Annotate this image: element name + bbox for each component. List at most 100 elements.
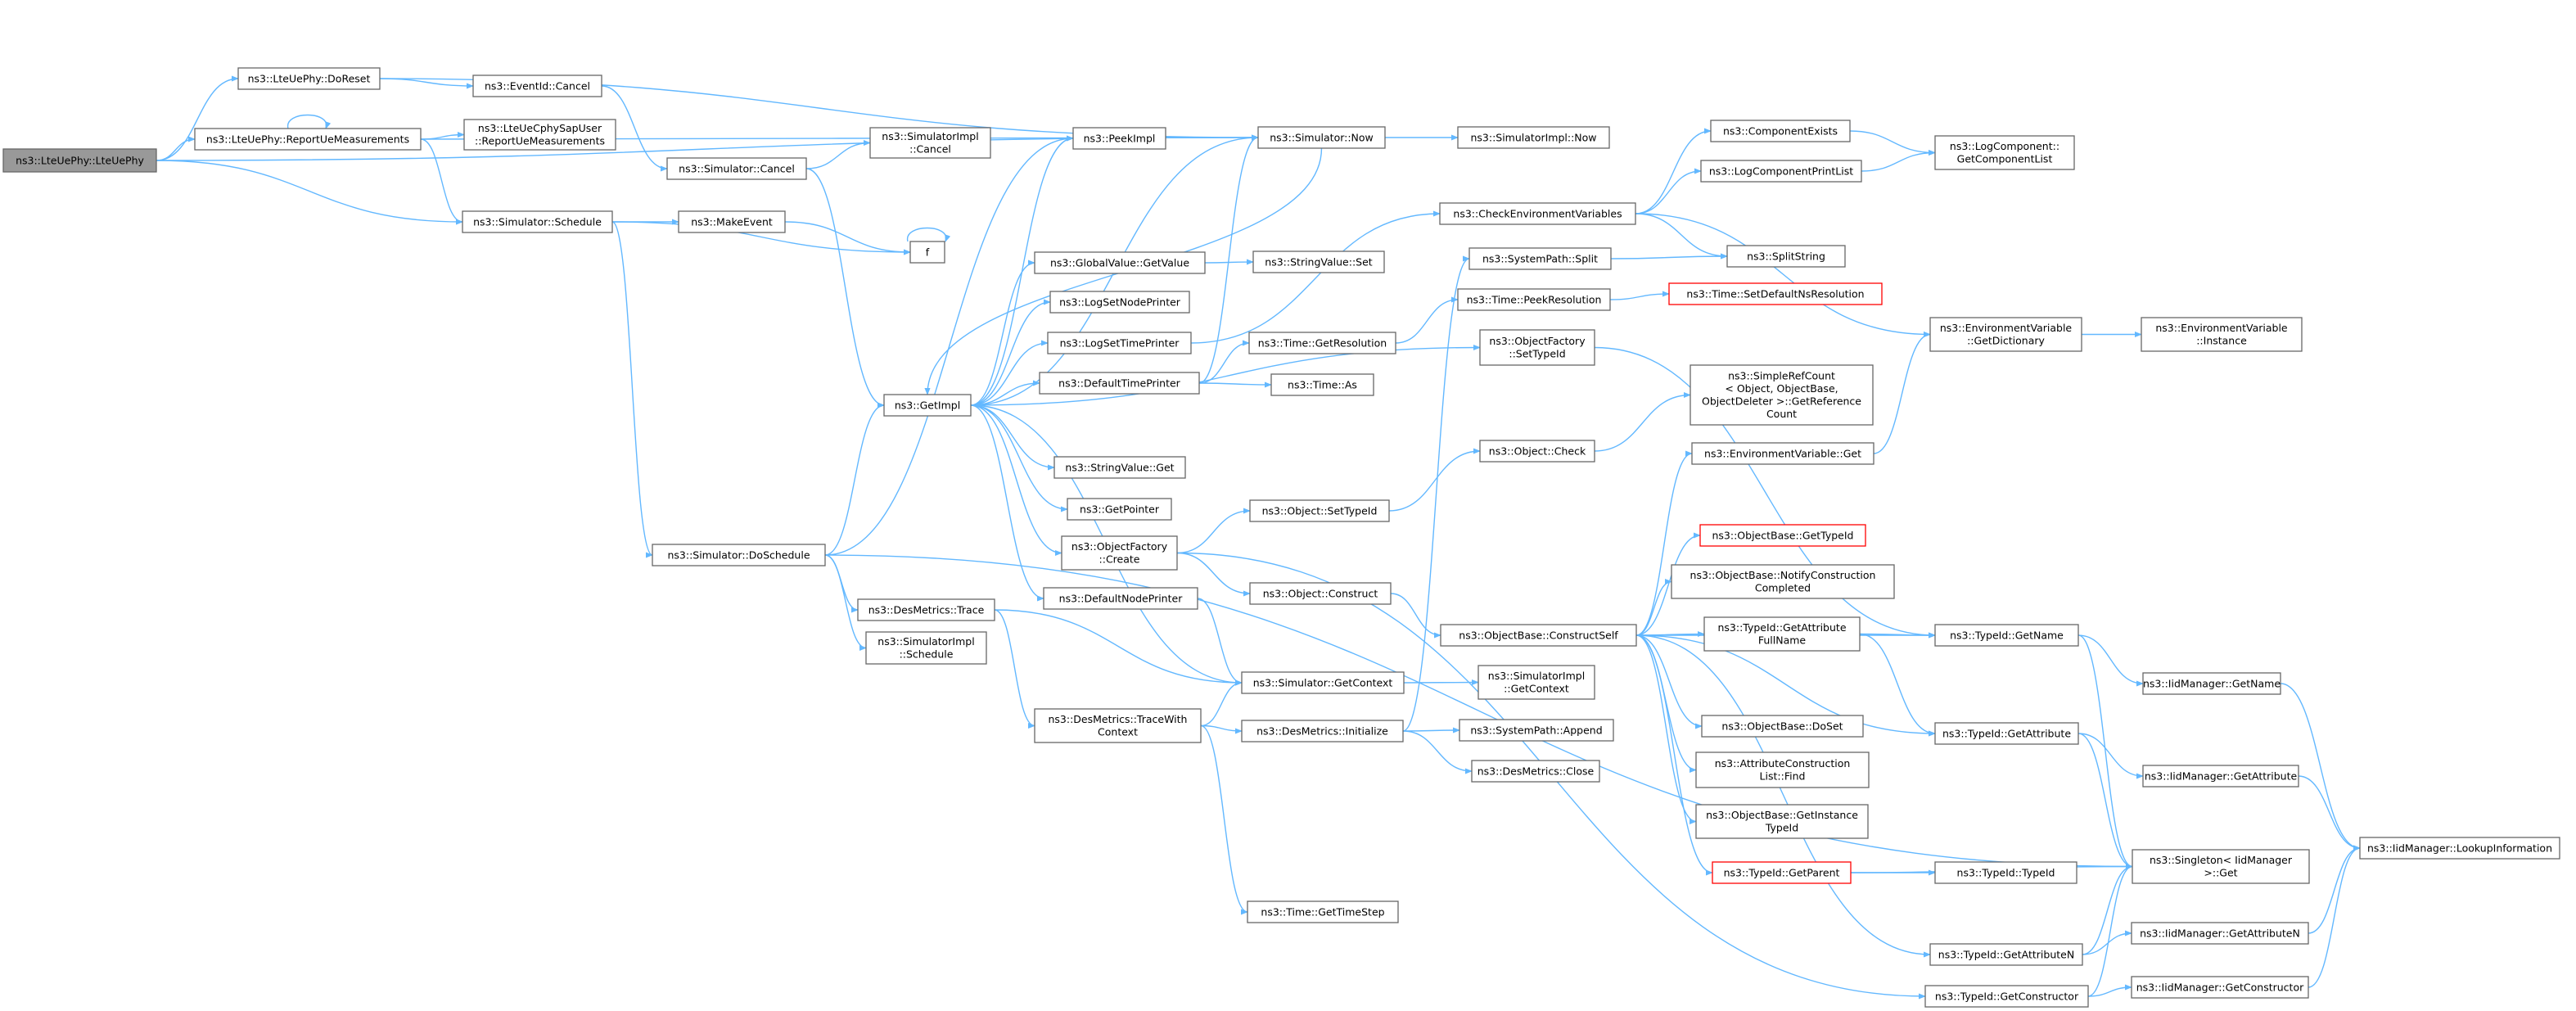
node-box	[1726, 245, 1846, 268]
node-simgetcontext[interactable]: ns3::Simulator::GetContext	[1241, 671, 1405, 694]
node-envinstance[interactable]: ns3::EnvironmentVariable::Instance	[2141, 317, 2303, 352]
node-label: ns3::EnvironmentVariable	[2155, 322, 2288, 334]
edge-root-to-report	[156, 136, 196, 161]
node-f[interactable]: f	[909, 241, 945, 264]
node-lookupinfo[interactable]: ns3::IidManager::LookupInformation	[2359, 837, 2560, 860]
node-cphy[interactable]: ns3::LteUeCphySapUser::ReportUeMeasureme…	[463, 119, 616, 151]
node-compexists[interactable]: ns3::ComponentExists	[1710, 120, 1851, 142]
node-syspathsplit[interactable]: ns3::SystemPath::Split	[1468, 247, 1612, 270]
node-box	[2359, 837, 2560, 860]
node-getimpl[interactable]: ns3::GetImpl	[883, 394, 972, 417]
node-typeidgetparent[interactable]: ns3::TypeId::GetParent	[1712, 861, 1852, 884]
node-objconstruct[interactable]: ns3::Object::Construct	[1249, 582, 1392, 605]
node-doschedule[interactable]: ns3::Simulator::DoSchedule	[652, 544, 826, 566]
node-singletonget[interactable]: ns3::Singleton< IidManager>::Get	[2132, 849, 2310, 884]
node-iidgetname[interactable]: ns3::IidManager::GetName	[2142, 672, 2281, 695]
node-stringvalueget[interactable]: ns3::StringValue::Get	[1053, 456, 1186, 479]
node-box	[1067, 498, 1172, 521]
node-objbasedoset[interactable]: ns3::ObjectBase::DoSet	[1701, 715, 1864, 738]
edge-objconstruct-to-constructself	[1390, 593, 1441, 639]
node-notifyconstruction[interactable]: ns3::ObjectBase::NotifyConstructionCompl…	[1671, 564, 1895, 599]
node-box	[678, 210, 786, 233]
node-label: ::Cancel	[909, 143, 951, 156]
node-label: ns3::LogComponentPrintList	[1709, 165, 1853, 177]
node-label: ns3::LogSetNodePrinter	[1059, 296, 1181, 308]
node-box	[463, 119, 616, 151]
node-eventcancel[interactable]: ns3::EventId::Cancel	[472, 74, 602, 97]
node-label: ns3::LteUePhy::DoReset	[248, 72, 371, 84]
node-simschedule[interactable]: ns3::Simulator::Schedule	[462, 210, 613, 233]
node-simimplgetcontext[interactable]: ns3::SimulatorImpl::GetContext	[1477, 665, 1595, 700]
node-envget[interactable]: ns3::EnvironmentVariable::Get	[1691, 442, 1874, 465]
node-timeas[interactable]: ns3::Time::As	[1270, 373, 1374, 396]
node-label: ns3::SystemPath::Append	[1470, 724, 1602, 736]
node-defaulttimeprinter[interactable]: ns3::DefaultTimePrinter	[1039, 372, 1200, 395]
edge-doschedule-to-peekimpl	[824, 135, 1074, 556]
node-getpointer[interactable]: ns3::GetPointer	[1067, 498, 1172, 521]
node-envgetdict[interactable]: ns3::EnvironmentVariable::GetDictionary	[1929, 317, 2082, 352]
edge-f-to-f	[907, 227, 951, 242]
node-doreset[interactable]: ns3::LteUePhy::DoReset	[237, 67, 381, 90]
node-constructself[interactable]: ns3::ObjectBase::ConstructSelf	[1440, 624, 1637, 647]
node-box	[1247, 900, 1399, 923]
node-lognodeprinter[interactable]: ns3::LogSetNodePrinter	[1049, 291, 1190, 314]
edge-logtimeprinter-to-checkenv	[1190, 210, 1441, 344]
node-typeidgetname[interactable]: ns3::TypeId::GetName	[1934, 624, 2079, 647]
node-simnow[interactable]: ns3::Simulator::Now	[1257, 126, 1386, 149]
node-simimplcancel[interactable]: ns3::SimulatorImpl::Cancel	[869, 127, 991, 159]
node-defaultnodeprinter[interactable]: ns3::DefaultNodePrinter	[1043, 587, 1198, 610]
node-checkenv[interactable]: ns3::CheckEnvironmentVariables	[1439, 202, 1636, 225]
edge-getattrfullname-to-typeidgetname	[1859, 632, 1936, 639]
node-makeevent[interactable]: ns3::MakeEvent	[678, 210, 786, 233]
node-label: ns3::TypeId::GetConstructor	[1935, 990, 2079, 1002]
node-root[interactable]: ns3::LteUePhy::LteUePhy	[2, 148, 157, 173]
node-typeidtypeid[interactable]: ns3::TypeId::TypeId	[1934, 861, 2077, 884]
node-logtimeprinter[interactable]: ns3::LogSetTimePrinter	[1047, 332, 1192, 354]
node-ofcreate[interactable]: ns3::ObjectFactory::Create	[1061, 535, 1178, 571]
node-iidgetattr[interactable]: ns3::IidManager::GetAttribute	[2142, 765, 2299, 788]
node-globalvalue[interactable]: ns3::GlobalValue::GetValue	[1034, 251, 1206, 274]
node-label: ns3::IidManager::GetAttributeN	[2140, 927, 2300, 939]
node-label: ns3::Object::Construct	[1263, 587, 1378, 599]
node-iidgetctor[interactable]: ns3::IidManager::GetConstructor	[2131, 976, 2309, 999]
node-stringvalueset[interactable]: ns3::StringValue::Set	[1252, 250, 1385, 273]
node-desclose[interactable]: ns3::DesMetrics::Close	[1471, 760, 1600, 783]
node-typeidgetattrn[interactable]: ns3::TypeId::GetAttributeN	[1929, 943, 2083, 966]
node-label: f	[926, 246, 930, 258]
node-report[interactable]: ns3::LteUePhy::ReportUeMeasurements	[194, 128, 422, 151]
node-objbasegettypeid[interactable]: ns3::ObjectBase::GetTypeId	[1699, 524, 1866, 547]
node-ofsettypeid[interactable]: ns3::ObjectFactory::SetTypeId	[1479, 329, 1595, 366]
node-logcompget[interactable]: ns3::LogComponent::GetComponentList	[1934, 135, 2075, 170]
node-typeidgetctor[interactable]: ns3::TypeId::GetConstructor	[1924, 985, 2089, 1008]
node-typeidgetattr[interactable]: ns3::TypeId::GetAttribute	[1934, 722, 2079, 745]
node-label: ns3::DesMetrics::TraceWith	[1049, 713, 1188, 725]
node-objcheck[interactable]: ns3::Object::Check	[1479, 440, 1595, 463]
node-label: ns3::TypeId::GetAttributeN	[1938, 948, 2074, 960]
node-destrace[interactable]: ns3::DesMetrics::Trace	[857, 598, 995, 621]
node-desinit[interactable]: ns3::DesMetrics::Initialize	[1241, 720, 1404, 742]
node-simimplnow[interactable]: ns3::SimulatorImpl::Now	[1457, 126, 1610, 149]
edge-desinit-to-syspathsplit	[1402, 255, 1470, 732]
node-peekimpl[interactable]: ns3::PeekImpl	[1072, 127, 1166, 150]
node-peekres[interactable]: ns3::Time::PeekResolution	[1457, 288, 1611, 311]
node-simplerefcount[interactable]: ns3::SimpleRefCount< Object, ObjectBase,…	[1690, 364, 1874, 426]
node-iidgetattrn[interactable]: ns3::IidManager::GetAttributeN	[2131, 922, 2309, 945]
node-logcompprint[interactable]: ns3::LogComponentPrintList	[1700, 160, 1862, 183]
node-label: ns3::IidManager::LookupInformation	[2367, 842, 2552, 854]
node-splitstring[interactable]: ns3::SplitString	[1726, 245, 1846, 268]
node-syspathappend[interactable]: ns3::SystemPath::Append	[1459, 719, 1614, 742]
node-label: ns3::ObjectBase::NotifyConstruction	[1690, 569, 1876, 581]
node-getresolution[interactable]: ns3::Time::GetResolution	[1248, 332, 1396, 354]
node-setdefaultns[interactable]: ns3::Time::SetDefaultNsResolution	[1668, 282, 1883, 305]
node-label: ns3::GetImpl	[895, 399, 960, 411]
edge-simgetcontext-to-simimplgetcontext	[1403, 679, 1479, 686]
node-gettimestep[interactable]: ns3::Time::GetTimeStep	[1247, 900, 1399, 923]
node-objsettypeid[interactable]: ns3::Object::SetTypeId	[1249, 499, 1390, 522]
node-simimplschedule[interactable]: ns3::SimulatorImpl::Schedule	[865, 631, 987, 665]
node-simcancel[interactable]: ns3::Simulator::Cancel	[666, 157, 807, 180]
edge-makeevent-to-f	[784, 221, 911, 255]
